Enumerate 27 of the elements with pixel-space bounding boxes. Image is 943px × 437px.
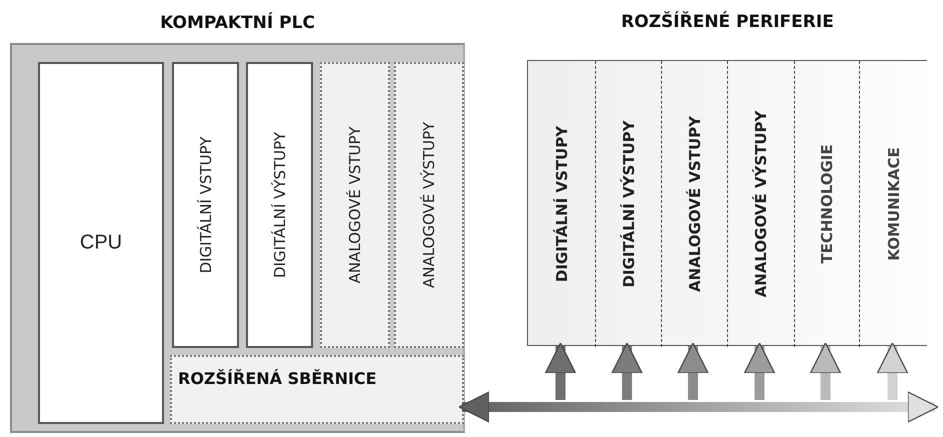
arrow	[744, 342, 776, 400]
bus-label: ROZŠÍŘENÁ SBĚRNICE	[178, 369, 377, 388]
arrow	[876, 342, 908, 400]
optional-module-box	[320, 62, 390, 348]
bus-box	[170, 355, 464, 424]
arrow	[677, 342, 709, 400]
module-box	[246, 62, 313, 348]
module-label: ANALOGOVÉ VÝSTUPY	[420, 122, 438, 288]
module-label: ANALOGOVÉ VSTUPY	[346, 126, 364, 284]
module-label: DIGITÁLNÍ VSTUPY	[552, 126, 570, 282]
bus-arrow	[458, 391, 939, 423]
module-label: ANALOGOVÉ VSTUPY	[686, 116, 704, 292]
optional-module-box	[394, 62, 464, 348]
module-label: DIGITÁLNÍ VSTUPY	[196, 136, 214, 274]
module-label: TECHNOLOGIE	[818, 144, 836, 264]
arrow	[810, 342, 842, 400]
arrow	[611, 342, 643, 400]
panel-heading: KOMPAKTNÍ PLC	[159, 13, 316, 33]
module-label: ANALOGOVÉ VÝSTUPY	[752, 110, 770, 298]
module-label: CPU	[80, 232, 122, 254]
module-label: DIGITÁLNÍ VÝSTUPY	[620, 120, 638, 288]
module-label: KOMUNIKACE	[885, 147, 903, 261]
module-box	[172, 62, 239, 348]
module-box	[38, 62, 164, 424]
module-label: DIGITÁLNÍ VÝSTUPY	[270, 132, 288, 278]
arrow	[544, 342, 576, 400]
panel-heading: ROZŠÍŘENÉ PERIFERIE	[620, 12, 835, 32]
